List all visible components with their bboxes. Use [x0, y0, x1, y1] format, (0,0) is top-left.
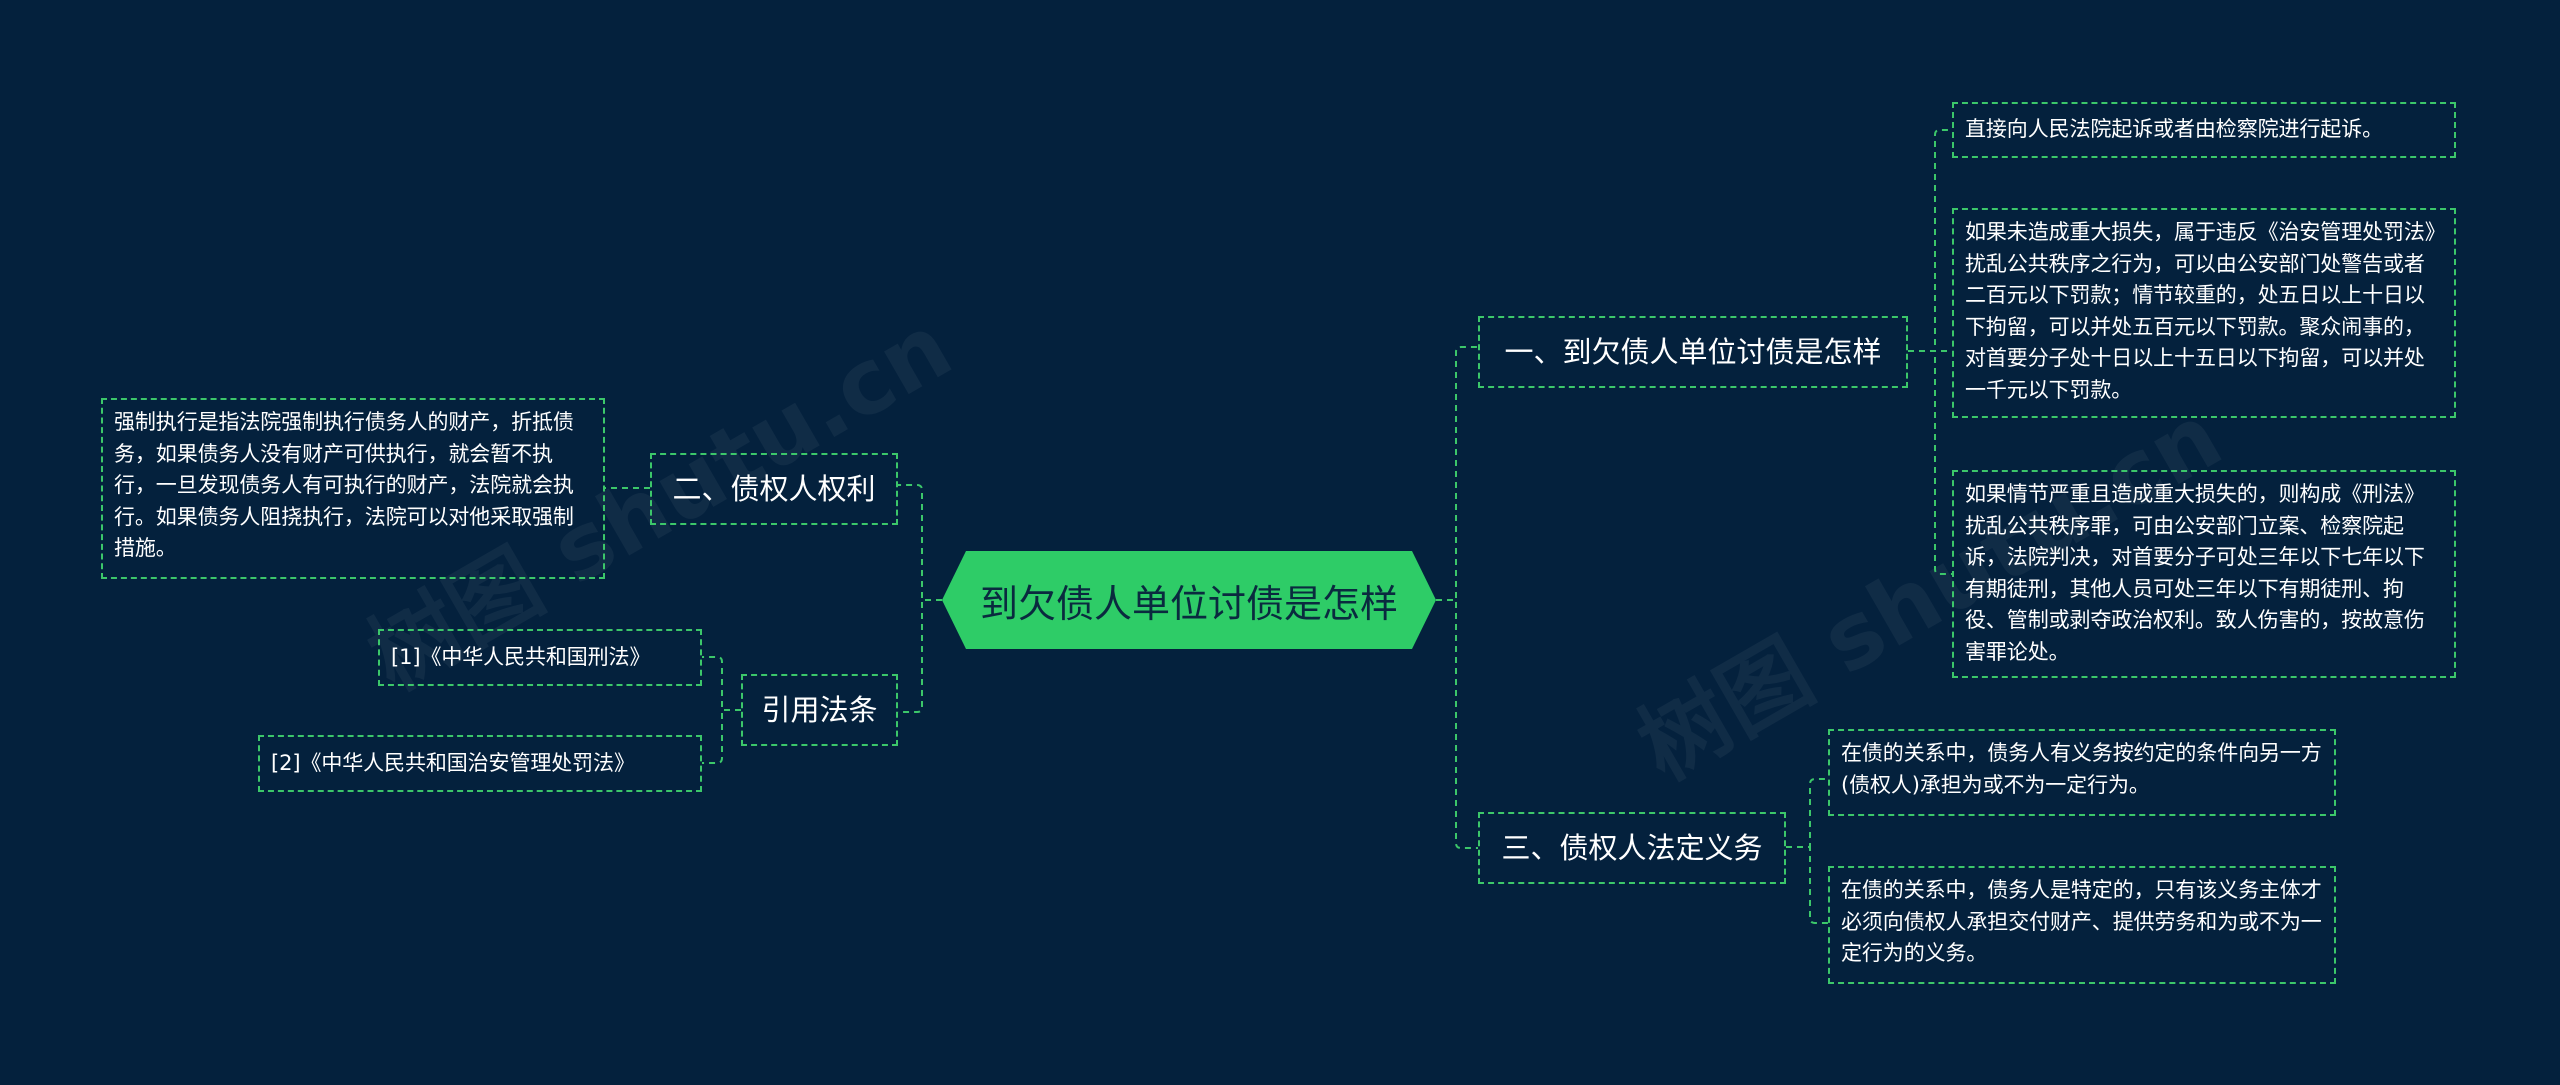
connector-root-b2 [898, 484, 942, 601]
leaf-node[interactable]: 在债的关系中，债务人有义务按约定的条件向另一方(债权人)承担为或不为一定行为。 [1828, 729, 2336, 816]
connector-root-b4 [898, 599, 942, 713]
connector-b3-leaf1 [1786, 778, 1828, 848]
connector-b3-leaf2 [1786, 846, 1828, 924]
leaf-node[interactable]: 如果未造成重大损失，属于违反《治安管理处罚法》扰乱公共秩序之行为，可以由公安部门… [1952, 208, 2456, 418]
branch-node-3[interactable]: 三、债权人法定义务 [1478, 812, 1786, 884]
leaf-node[interactable]: 如果情节严重且造成重大损失的，则构成《刑法》扰乱公共秩序罪，可由公安部门立案、检… [1952, 470, 2456, 678]
branch-node-2[interactable]: 二、债权人权利 [650, 453, 898, 525]
leaf-node[interactable]: 直接向人民法院起诉或者由检察院进行起诉。 [1952, 102, 2456, 158]
branch-node-4[interactable]: 引用法条 [741, 674, 898, 746]
leaf-node[interactable]: [1]《中华人民共和国刑法》 [378, 629, 702, 686]
branch-label: 二、债权人权利 [672, 472, 876, 506]
branch-label: 三、债权人法定义务 [1501, 831, 1763, 865]
root-label: 到欠债人单位讨债是怎样 [979, 581, 1398, 626]
connector-b4-leaf1 [702, 656, 741, 711]
connector-root-b3 [1436, 599, 1478, 849]
branch-node-1[interactable]: 一、到欠债人单位讨债是怎样 [1478, 316, 1908, 388]
leaf-node[interactable]: 在债的关系中，债务人是特定的，只有该义务主体才必须向债权人承担交付财产、提供劳务… [1828, 866, 2336, 984]
leaf-node[interactable]: 强制执行是指法院强制执行债务人的财产，折抵债务，如果债务人没有财产可供执行，就会… [101, 398, 605, 579]
branch-label: 一、到欠债人单位讨债是怎样 [1504, 335, 1882, 369]
connector-b1-leaf3 [1908, 350, 1952, 575]
connector-root-b1 [1436, 346, 1478, 601]
root-node[interactable]: 到欠债人单位讨债是怎样 [942, 551, 1436, 649]
connector-b4-leaf2 [702, 709, 741, 764]
branch-label: 引用法条 [761, 693, 878, 727]
connector-b1-leaf1 [1908, 129, 1952, 352]
leaf-node[interactable]: [2]《中华人民共和国治安管理处罚法》 [258, 735, 702, 792]
